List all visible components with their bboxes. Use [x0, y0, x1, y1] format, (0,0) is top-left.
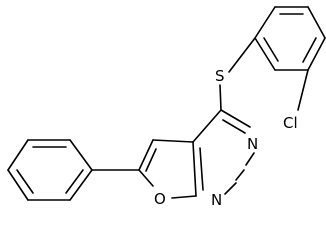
pyrimidine-ring: [192, 109, 255, 197]
bond-s-c4: [219, 84, 222, 111]
bond: [192, 109, 222, 143]
bond: [138, 169, 154, 187]
bond: [254, 37, 276, 71]
bond: [152, 139, 194, 143]
bond: [307, 37, 326, 71]
bond: [254, 6, 276, 39]
bond: [7, 169, 29, 201]
bond: [69, 169, 93, 201]
structure-canvas: Cl S N N O: [7, 6, 326, 209]
double-bond-inner: [145, 148, 157, 172]
bond: [307, 6, 326, 39]
double-bond-inner: [199, 147, 204, 191]
bond: [69, 139, 93, 171]
bond: [220, 109, 251, 128]
double-bond-inner: [302, 37, 317, 63]
sulfur-atom-label: S: [215, 67, 225, 85]
bond-c-s: [228, 37, 256, 73]
phenyl-ring: [7, 139, 93, 201]
bond-c-cl: [297, 69, 309, 111]
bond: [7, 139, 29, 171]
pyrimidine-nitrogen-label: N: [211, 191, 222, 209]
double-bond-inner: [16, 169, 34, 194]
molecule-diagram: Cl S N N O: [7, 6, 326, 209]
chlorine-atom-label: Cl: [283, 114, 298, 132]
bond: [245, 152, 255, 166]
furan-oxygen-label: O: [154, 190, 166, 208]
pyrimidine-nitrogen-label: N: [247, 135, 258, 153]
bond: [171, 195, 197, 199]
furan-ring: [138, 139, 197, 199]
bond: [138, 139, 154, 171]
double-bond-inner: [65, 169, 84, 194]
double-bond-inner: [263, 37, 279, 62]
chlorophenyl-ring: [254, 6, 326, 71]
bond: [224, 182, 237, 195]
double-bond-inner: [222, 119, 246, 134]
double-bond-inner: [235, 169, 245, 181]
bond: [192, 141, 197, 197]
